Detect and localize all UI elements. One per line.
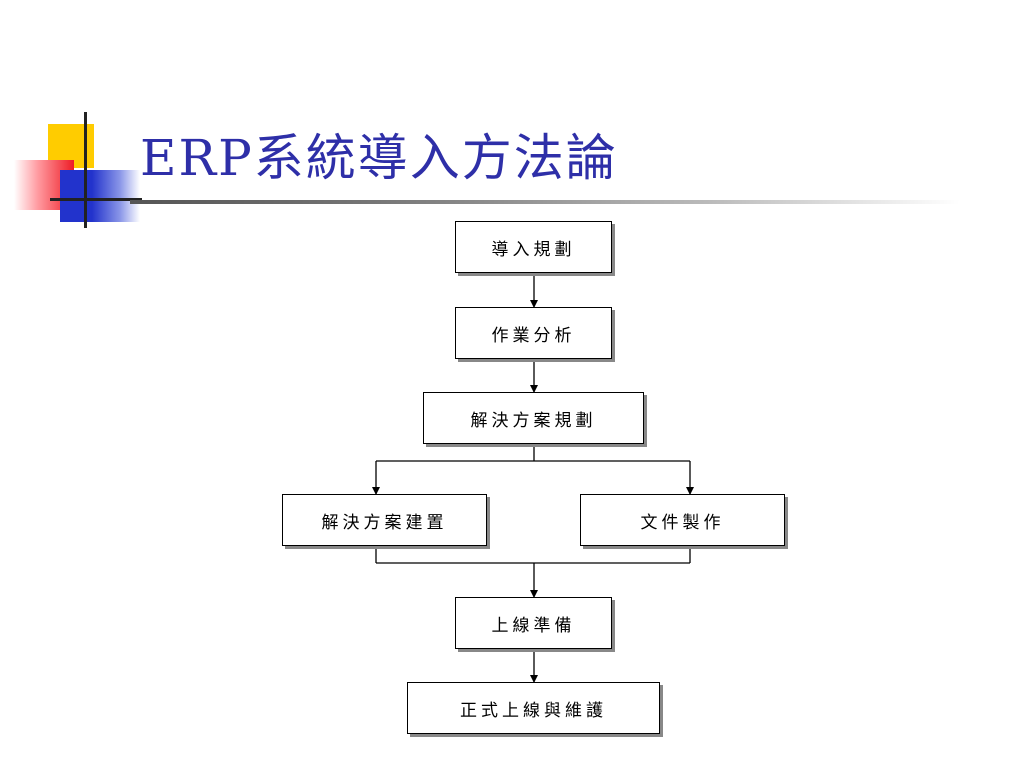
flow-box-step5: 上線準備	[455, 597, 612, 649]
decor-blue-square	[60, 170, 140, 222]
title-underline	[130, 200, 960, 204]
flow-box-step3: 解決方案規劃	[423, 392, 644, 444]
decor-horizontal-line	[50, 198, 142, 201]
flow-box-step6: 正式上線與維護	[407, 682, 660, 734]
flow-box-step1: 導入規劃	[455, 221, 612, 273]
flow-box-step2: 作業分析	[455, 307, 612, 359]
flow-box-step4a: 解決方案建置	[282, 494, 487, 546]
decor-vertical-line	[84, 112, 87, 228]
slide-title: ERP系統導入方法論	[140, 129, 618, 187]
flow-box-step4b: 文件製作	[580, 494, 785, 546]
